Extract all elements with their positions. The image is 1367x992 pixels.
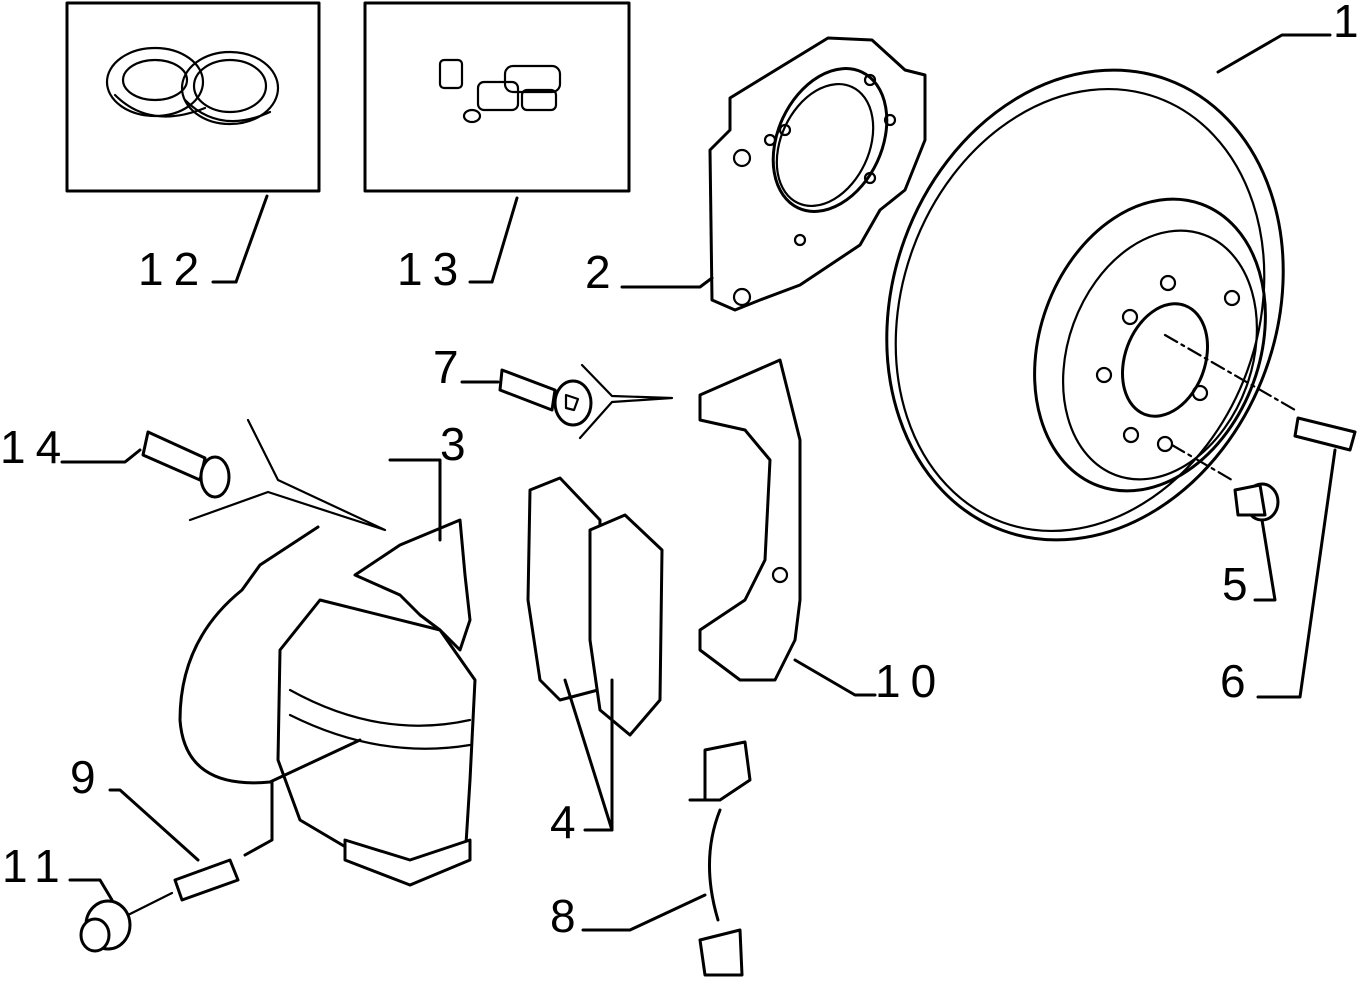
brake-pads [526, 476, 664, 832]
callout-1: 1 [1333, 0, 1367, 47]
bolt-6 [1256, 416, 1357, 699]
sensor-plug-9 [108, 788, 240, 902]
callout-13: 13 [397, 243, 468, 295]
inset-box-12 [65, 1, 321, 284]
backing-plate [620, 36, 927, 312]
brake-caliper [276, 458, 477, 887]
callout-3: 3 [440, 418, 476, 470]
brake-disc [885, 33, 1332, 542]
sensor-wire [178, 525, 362, 857]
callout-5: 5 [1222, 558, 1258, 610]
callout-12: 12 [138, 243, 209, 295]
callout-14: 14 [0, 421, 71, 473]
anti-rattle-spring [581, 740, 752, 977]
bolt-14 [60, 418, 387, 532]
callout-labels: 1 2 3 4 5 6 7 8 9 10 11 12 13 14 [0, 0, 1367, 942]
callout-7: 7 [433, 341, 469, 393]
callout-4: 4 [550, 796, 586, 848]
callout-2: 2 [585, 246, 621, 298]
callout-10: 10 [875, 655, 946, 707]
callout-6: 6 [1220, 655, 1256, 707]
callout-8: 8 [550, 890, 586, 942]
callout-11: 11 [2, 840, 70, 892]
inset-box-13 [363, 1, 631, 284]
cap-11 [68, 878, 174, 953]
bushing-5 [1233, 482, 1280, 602]
caliper-bracket [698, 358, 877, 697]
callout-9: 9 [70, 751, 106, 803]
bolt-7 [460, 363, 674, 440]
